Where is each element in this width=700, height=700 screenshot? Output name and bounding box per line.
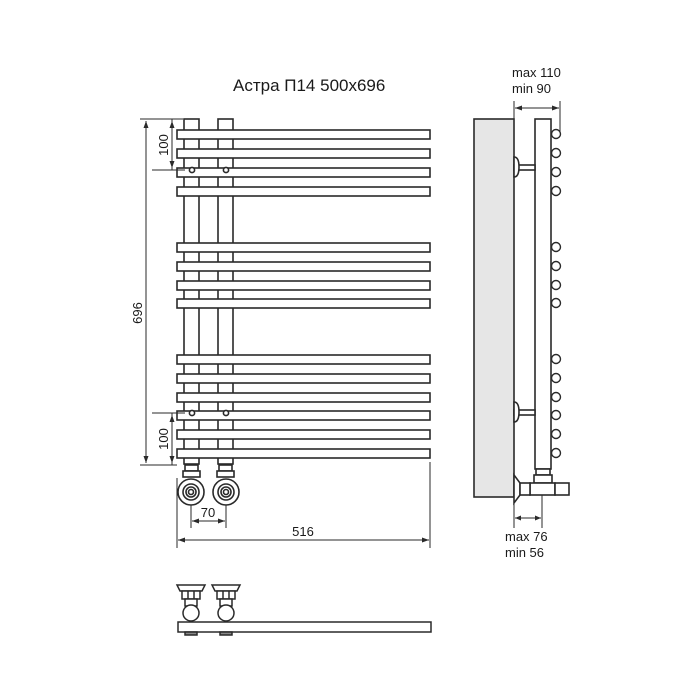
bar <box>176 373 431 384</box>
wall <box>473 118 515 498</box>
wall-distance-bottom-min: min 56 <box>505 545 544 560</box>
left-valve <box>177 464 205 506</box>
bar <box>176 354 431 365</box>
bottom-view <box>175 584 432 636</box>
side-collector <box>534 118 552 470</box>
bar <box>176 167 431 178</box>
wall-bracket <box>513 156 520 178</box>
bar <box>176 280 431 291</box>
wall-distance-top-min: min 90 <box>512 81 551 96</box>
front-view <box>176 118 431 506</box>
bar-end-circles <box>550 128 562 459</box>
bar <box>176 242 431 253</box>
dim-top-spacing-label: 100 <box>156 134 171 156</box>
bottom-valve-right <box>210 584 242 636</box>
bar <box>176 410 431 421</box>
mount-hole <box>188 166 196 174</box>
mount-hole <box>188 409 196 417</box>
side-view <box>473 118 570 506</box>
bottom-valve-left <box>175 584 207 636</box>
mount-hole <box>222 166 230 174</box>
front-dimensions <box>140 118 431 548</box>
side-dimensions <box>513 101 561 528</box>
right-valve <box>212 464 240 506</box>
bottom-bar <box>177 621 432 633</box>
dim-bottom-spacing-label: 100 <box>156 428 171 450</box>
bar <box>176 392 431 403</box>
bar <box>176 261 431 272</box>
bar <box>176 186 431 197</box>
dim-height-total-label: 696 <box>130 302 145 324</box>
dim-connection-spacing-label: 70 <box>201 505 215 520</box>
dim-width-total-label: 516 <box>292 524 314 539</box>
wall-bracket <box>513 401 520 423</box>
bar <box>176 429 431 440</box>
mount-hole <box>222 409 230 417</box>
bar <box>176 148 431 159</box>
bar <box>176 129 431 140</box>
wall-distance-bottom-max: max 76 <box>505 529 548 544</box>
bar <box>176 298 431 309</box>
bar <box>176 448 431 459</box>
wall-distance-top-max: max 110 <box>512 65 561 80</box>
drawing-title: Астра П14 500x696 <box>233 76 385 95</box>
